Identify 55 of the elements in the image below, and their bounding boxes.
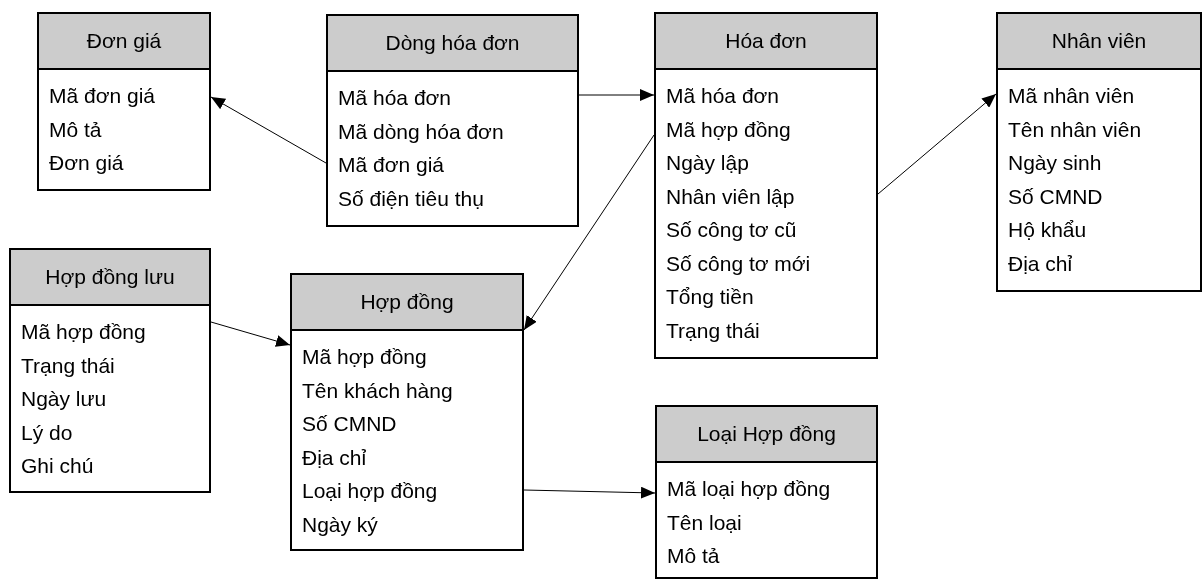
field-name: Địa chỉ [302,444,368,471]
field-name: Loại hợp đồng [302,478,439,504]
table-box [37,12,211,191]
table-header: Hóa đơn [656,14,876,70]
table-box [326,14,579,227]
table-box [290,273,524,551]
table-header: Hợp đồng lưu [11,250,209,306]
table-header: Hợp đồng [292,275,522,331]
field-name: Nhân viên lập [666,183,796,210]
field-name: Mã loại hợp đồng [667,476,832,502]
arrow [523,134,655,331]
field-name: Lý do [21,419,74,446]
table-header: Nhân viên [998,14,1200,70]
field-name: Mã dòng hóa đơn [338,118,505,145]
field-name: Số công tơ mới [666,250,812,277]
table-header: Loại Hợp đồng [657,407,876,463]
field-name: Ngày lưu [21,386,108,412]
field-name: Mã hợp đồng [666,116,792,143]
table-box [9,248,211,493]
field-name: Tên khách hàng [302,377,454,404]
field-name: Hộ khẩu [1008,217,1088,243]
field-name: Mã đơn giá [49,83,156,109]
field-name: Ghi chú [21,453,95,479]
arrow [523,486,656,499]
arrow [578,89,655,101]
field-name: Tên nhân viên [1008,116,1143,143]
field-name: Mã nhân viên [1008,83,1136,109]
table-header: Dòng hóa đơn [328,16,577,72]
field-name: Mã hợp đồng [21,319,147,345]
field-name: Tổng tiền [666,284,755,310]
field-name: Mã đơn giá [338,152,445,178]
field-name: Mô tả [667,543,721,569]
arrow [210,321,291,347]
arrow [210,96,327,164]
field-name: Số CMND [302,411,398,437]
field-name: Ngày lập [666,150,750,176]
table-box [996,12,1202,292]
field-name: Địa chỉ [1008,250,1074,277]
field-name: Đơn giá [49,150,125,176]
field-name: Ngày sinh [1008,150,1103,176]
field-name: Trạng thái [21,352,116,379]
table-header: Đơn giá [39,14,209,70]
field-name: Mô tả [49,116,103,143]
field-name: Mã hóa đơn [338,85,452,111]
table-box [655,405,878,579]
field-name: Mã hợp đồng [302,344,428,370]
field-name: Số CMND [1008,183,1104,210]
field-name: Trạng thái [666,317,761,344]
arrow [877,93,997,195]
table-box [654,12,878,359]
field-name: Tên loại [667,509,743,536]
field-name: Số công tơ cũ [666,217,798,243]
field-name: Số điện tiêu thụ [338,185,485,212]
field-name: Ngày ký [302,511,379,538]
field-name: Mã hóa đơn [666,83,780,109]
